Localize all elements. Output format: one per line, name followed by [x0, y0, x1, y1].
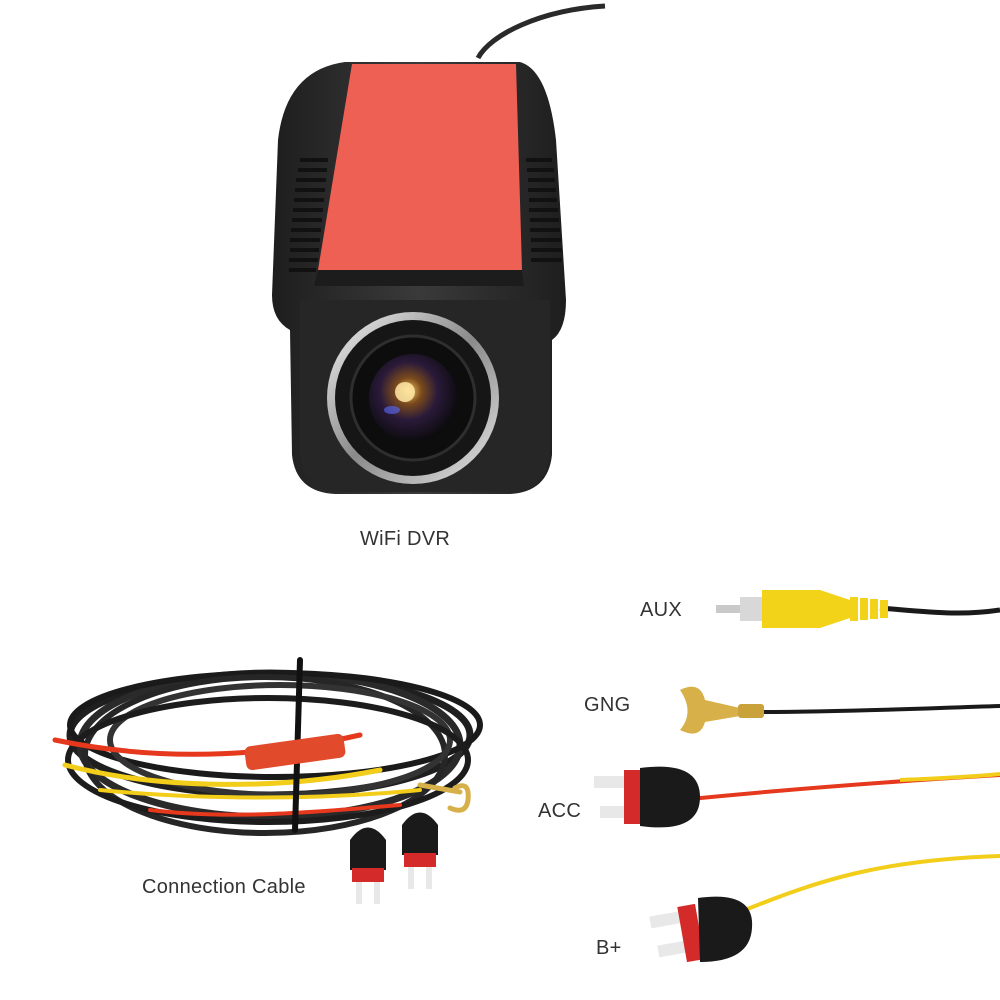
adhesive-pad — [318, 64, 522, 270]
acc-fuse-tap — [594, 766, 1000, 828]
bplus-label: B+ — [596, 937, 622, 959]
bplus-fuse-tap — [649, 854, 1000, 963]
aux-label: AUX — [640, 599, 683, 621]
cable-fuse-taps — [350, 812, 438, 904]
camera-lens — [327, 312, 499, 484]
dvr-power-cable — [475, 3, 606, 60]
dvr-label: WiFi DVR — [360, 528, 451, 550]
gng-label: GNG — [584, 694, 631, 716]
adhesive-pad-edge — [314, 270, 524, 286]
acc-label: ACC — [538, 800, 582, 822]
right-vents — [526, 158, 562, 262]
connection-cable-bundle — [52, 657, 483, 904]
cable-fork-terminal — [417, 782, 471, 813]
left-vents — [289, 158, 328, 272]
gng-fork-terminal — [680, 686, 1000, 734]
dvr-camera — [272, 3, 606, 494]
cable-connector — [244, 733, 346, 771]
aux-rca-plug — [716, 590, 1000, 628]
cable-label: Connection Cable — [142, 876, 306, 898]
